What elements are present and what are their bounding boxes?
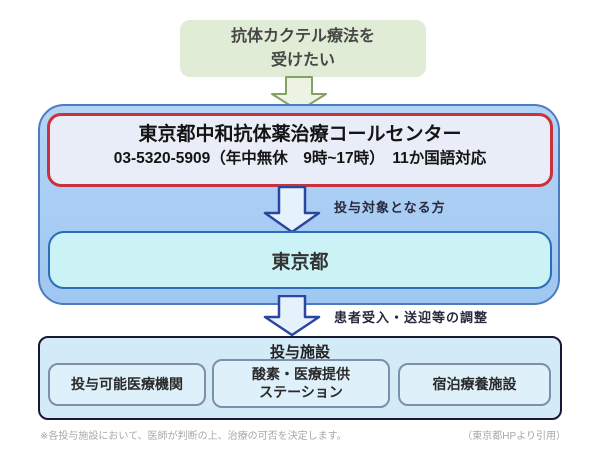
facility-item-medical-institutions: 投与可能医療機関 xyxy=(48,363,206,406)
tokyo-box-label: 東京都 xyxy=(271,251,329,273)
facility-item-lodging: 宿泊療養施設 xyxy=(398,363,551,406)
facility-item-oxygen-station: 酸素・医療提供 ステーション xyxy=(212,359,390,408)
source-credit: （東京都HPより引用） xyxy=(462,431,566,442)
arrow-label-coordination: 患者受入・送迎等の調整 xyxy=(334,310,489,325)
call-center-box: 東京都中和抗体薬治療コールセンター 03-5320-5909（年中無休 9時~1… xyxy=(47,113,553,187)
start-box-label-line1: 抗体カクテル療法を xyxy=(230,27,375,45)
start-box-label-line2: 受けたい xyxy=(270,51,335,69)
facility-item-label: 宿泊療養施設 xyxy=(432,375,517,392)
call-center-phone-info: 03-5320-5909（年中無休 9時~17時） 11か国語対応 xyxy=(113,149,487,167)
facility-item-label: 投与可能医療機関 xyxy=(71,375,183,392)
facility-item-label-line2: ステーション xyxy=(259,383,343,400)
tokyo-box: 東京都 xyxy=(48,231,552,289)
call-center-title: 東京都中和抗体薬治療コールセンター xyxy=(138,124,462,145)
footnote: ※各投与施設において、医師が判断の上、治療の可否を決定します。 xyxy=(40,431,347,442)
facility-item-label-line1: 酸素・医療提供 xyxy=(252,366,350,382)
start-box: 抗体カクテル療法を 受けたい xyxy=(180,20,426,77)
arrow-label-target-patients: 投与対象となる方 xyxy=(334,200,446,215)
facilities-title: 投与施設 xyxy=(269,344,330,361)
